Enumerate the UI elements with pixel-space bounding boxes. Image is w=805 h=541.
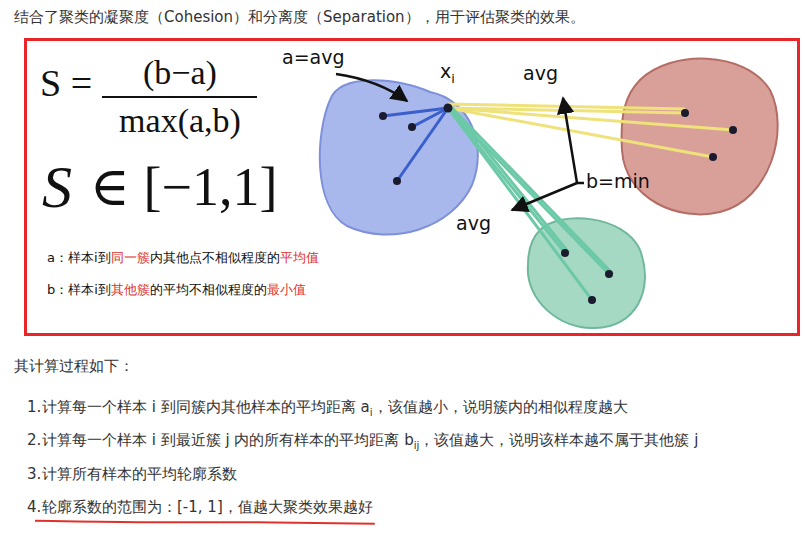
definition-note-row: a：样本i到同一簇内其他点不相似程度的平均值 <box>47 250 319 266</box>
intro-text: 结合了聚类的凝聚度（Cohesion）和分离度（Separation），用于评估… <box>14 8 585 26</box>
distance-line <box>448 108 733 130</box>
highlight-word: 平均值 <box>280 250 319 265</box>
formula-numerator: (b−a) <box>143 54 217 91</box>
highlight-word: 同一簇 <box>111 250 150 265</box>
sample-point <box>588 296 596 304</box>
formula-denominator-row: max(a,b) <box>102 100 258 143</box>
callout-label-row: avg <box>523 62 558 86</box>
step-item-row: 1.计算每一个样本 i 到同簇内其他样本的平均距离 ai，该值越小，说明簇内的相… <box>27 398 628 419</box>
callout-label: a=avg <box>282 46 345 68</box>
sample-point <box>709 153 717 161</box>
step-number: 1. <box>27 398 42 417</box>
sample-point <box>379 112 387 120</box>
range-symbol: S <box>42 154 72 220</box>
sample-point <box>393 177 401 185</box>
intra-lines <box>383 108 448 181</box>
range-symbol-row: S <box>42 150 72 225</box>
green-cluster <box>528 218 645 328</box>
step-item: 计算每一个样本 i 到同簇内其他样本的平均距离 a <box>42 398 370 416</box>
subscript: i <box>370 407 373 418</box>
sample-points <box>379 104 737 305</box>
intro-text-row: 结合了聚类的凝聚度（Cohesion）和分离度（Separation），用于评估… <box>14 8 585 27</box>
highlight-word: 其他簇 <box>111 282 150 297</box>
formula-lhs: S = <box>40 62 92 104</box>
step-item-row: 2.计算每一个样本 i 到最近簇 j 内的所有样本的平均距离 bij，该值越大，… <box>27 431 698 452</box>
definition-note: a：样本i到 <box>47 250 111 265</box>
callout-label: avg <box>523 62 558 84</box>
intro-text: 其计算过程如下： <box>14 357 134 375</box>
formula-frame: S = (b−a) max(a,b) S ∈ [−1,1] a=avg xi avg b=min… <box>24 38 800 336</box>
hand-underline <box>35 521 375 524</box>
step-item-row: 4.轮廓系数的范围为：[-1, 1]，值越大聚类效果越好 <box>27 498 373 517</box>
step-number: 2. <box>27 431 42 450</box>
point-label: x <box>440 60 451 82</box>
distance-line <box>448 104 685 109</box>
callout-label-row: a=avg <box>282 46 345 70</box>
subscript: i <box>451 71 455 86</box>
step-item-row: 3.计算所有样本的平均轮廓系数 <box>27 465 237 484</box>
formula-numerator-row: (b−a) <box>102 52 258 95</box>
pointer-arrows <box>336 74 584 210</box>
step-item: 轮廓系数的范围为：[-1, 1]，值越大聚类效果越好 <box>42 498 373 516</box>
formula-denominator: max(a,b) <box>119 102 241 139</box>
sample-point <box>561 249 569 257</box>
range-value-row: ∈ [−1,1] <box>90 154 277 222</box>
highlight-word: 最小值 <box>267 282 306 297</box>
step-item: 计算所有样本的平均轮廓系数 <box>42 465 237 483</box>
sample-point <box>605 270 613 278</box>
distance-line <box>448 108 609 274</box>
definition-note: b：样本i到 <box>47 282 111 297</box>
definition-note: 的平均不相似程度的 <box>150 282 267 297</box>
step-item: ，该值越小，说明簇内的相似程度越大 <box>373 398 628 416</box>
intra-line <box>397 108 448 181</box>
definition-note-row: b：样本i到其他簇的平均不相似程度的最小值 <box>47 282 306 298</box>
callout-label-row: avg <box>456 212 491 236</box>
sample-point <box>444 104 453 113</box>
definition-note: 内其他点不相似程度的 <box>150 250 280 265</box>
pointer-arrow <box>512 183 577 210</box>
range-value: ∈ [−1,1] <box>90 157 277 217</box>
sample-point <box>408 123 416 131</box>
pointer-arrow <box>563 98 577 183</box>
callout-label: avg <box>456 212 491 234</box>
sample-point <box>729 126 737 134</box>
formula-lhs-row: S = <box>40 60 92 108</box>
fraction-bar <box>102 96 257 98</box>
step-number: 4. <box>27 498 42 517</box>
sample-point <box>681 109 689 117</box>
step-item: 计算每一个样本 i 到最近簇 j 内的所有样本的平均距离 b <box>42 431 414 449</box>
subscript: ij <box>414 440 420 451</box>
step-number: 3. <box>27 465 42 484</box>
point-label-row: xi <box>440 60 455 87</box>
callout-label-row: b=min <box>586 170 650 194</box>
green-distance-lines <box>448 108 613 300</box>
intro-text-row: 其计算过程如下： <box>14 357 134 376</box>
step-item: ，该值越大，说明该样本越不属于其他簇 j <box>419 431 698 449</box>
callout-label: b=min <box>586 170 650 192</box>
pointer-arrow <box>336 74 407 101</box>
